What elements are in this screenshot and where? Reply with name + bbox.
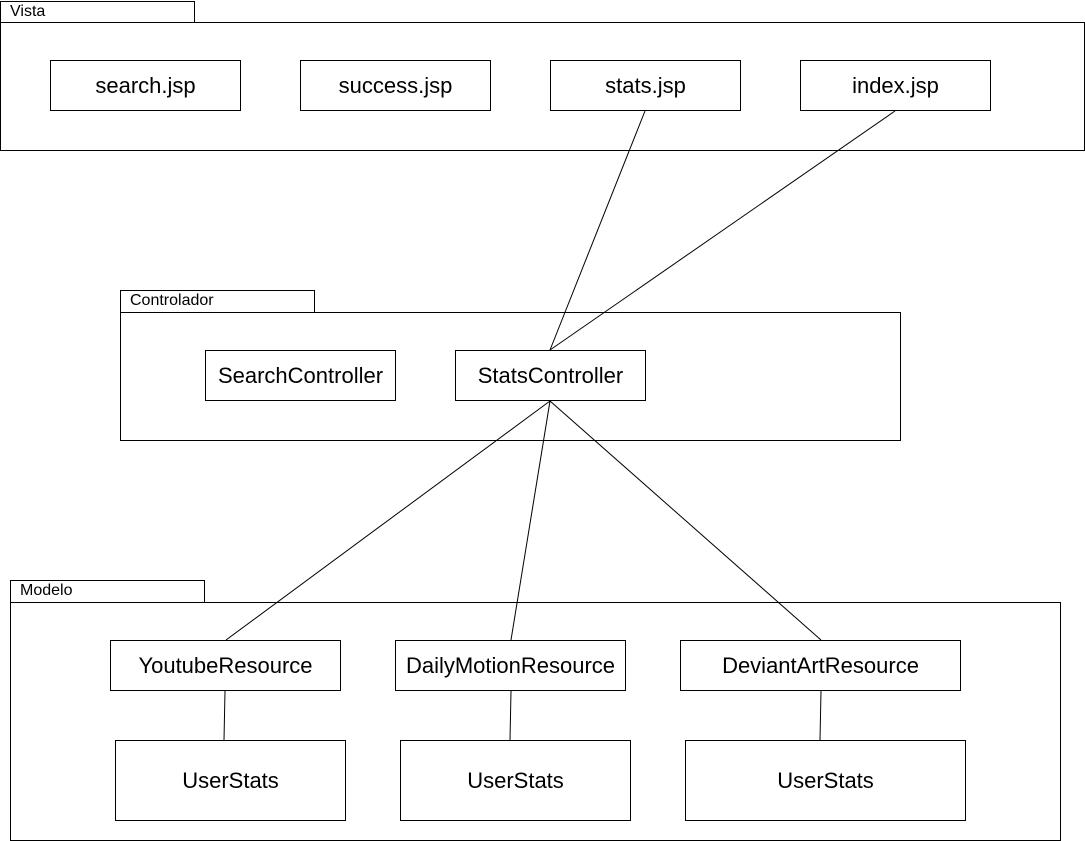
node-search-jsp: search.jsp [50,60,241,111]
package-tab-modelo: Modelo [10,580,205,603]
package-tab-controlador: Controlador [120,290,315,313]
node-deviantart-resource: DeviantArtResource [680,640,961,691]
node-userstats-dailymotion: UserStats [400,740,631,821]
node-stats-controller: StatsController [455,350,646,401]
node-youtube-resource: YoutubeResource [110,640,341,691]
node-success-jsp: success.jsp [300,60,491,111]
node-dailymotion-resource: DailyMotionResource [395,640,626,691]
package-tab-vista: Vista [0,1,195,23]
node-index-jsp: index.jsp [800,60,991,111]
node-userstats-youtube: UserStats [115,740,346,821]
node-stats-jsp: stats.jsp [550,60,741,111]
node-search-controller: SearchController [205,350,396,401]
package-label-controlador: Controlador [130,292,214,309]
node-userstats-deviantart: UserStats [685,740,966,821]
package-label-vista: Vista [10,3,46,20]
package-label-modelo: Modelo [20,582,73,599]
